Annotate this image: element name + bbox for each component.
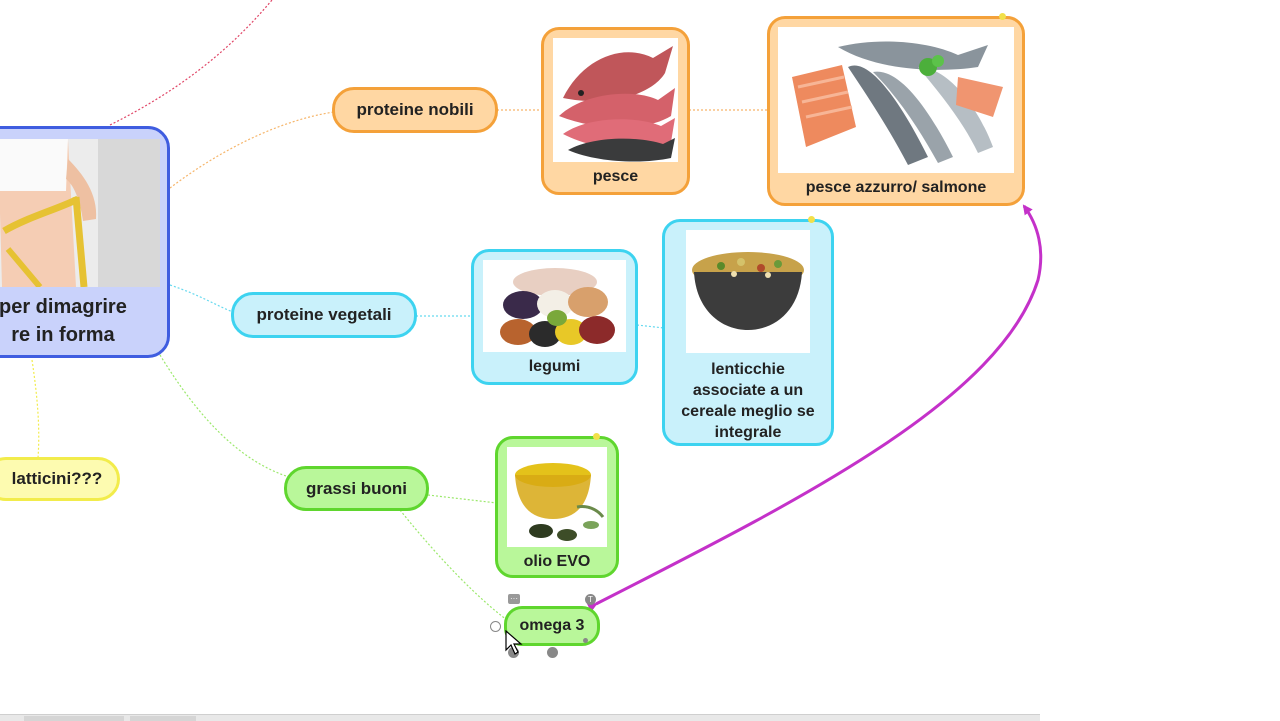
link-legumi-lenticchie [636, 324, 665, 329]
card-olio-handle[interactable] [593, 433, 600, 440]
link-grassi-olio [427, 494, 498, 504]
topic-grassi-buoni[interactable]: grassi buoni [284, 466, 429, 511]
card-lenticchie-label: lenticchie associate a un cereale meglio… [681, 361, 815, 441]
more-options-icon[interactable]: ··· [508, 594, 520, 604]
horizontal-scrollbar[interactable] [0, 714, 1040, 721]
link-top-red [109, 0, 273, 126]
link-central-proteine-vegetali [169, 284, 234, 313]
relation-arrow-omega-azzurro[interactable] [586, 204, 1043, 613]
central-title: per dimagrire re in forma [0, 293, 127, 349]
legumes-image [483, 260, 626, 352]
card-lenticchie[interactable]: lenticchie associate a un cereale meglio… [662, 216, 834, 446]
expand-handle-icon[interactable] [490, 621, 501, 632]
card-legumi[interactable]: legumi [471, 249, 638, 385]
topic-latticini-label: latticini??? [11, 469, 103, 488]
link-grassi-omega [399, 509, 508, 621]
central-title-line-1: per dimagrire [0, 296, 127, 318]
topic-proteine-nobili[interactable]: proteine nobili [332, 87, 498, 133]
mouse-cursor-icon [505, 630, 523, 655]
move-handle-icon[interactable] [508, 647, 519, 658]
link-central-grassi-buoni [159, 354, 287, 477]
lentil-bowl-image [686, 230, 810, 353]
topic-proteine-vegetali-label: proteine vegetali [256, 305, 392, 324]
card-lenticchie-handle[interactable] [808, 216, 815, 223]
card-pesce-azzurro-label: pesce azzurro/ salmone [805, 179, 987, 196]
resize-handle-icon[interactable] [583, 638, 588, 643]
topic-proteine-vegetali[interactable]: proteine vegetali [231, 292, 417, 338]
card-legumi-label: legumi [528, 358, 581, 375]
card-pesce[interactable]: pesce [541, 27, 690, 195]
link-central-proteine-nobili [169, 111, 335, 189]
card-pesce-label: pesce [592, 168, 639, 185]
scrollbar-segment-2[interactable] [130, 716, 196, 721]
card-olio-label: olio EVO [523, 553, 591, 570]
olive-oil-image [507, 447, 607, 547]
text-handle-icon[interactable]: T [585, 594, 596, 605]
link-central-latticini [31, 359, 40, 459]
waist-measure-image [0, 139, 160, 287]
fish-image [553, 38, 678, 162]
card-pesce-azzurro[interactable]: pesce azzurro/ salmone [767, 13, 1025, 206]
topic-latticini[interactable]: latticini??? [0, 457, 120, 501]
central-title-line-2: re in forma [11, 324, 115, 346]
topic-proteine-nobili-label: proteine nobili [356, 100, 474, 119]
rotate-handle-icon[interactable] [547, 647, 558, 658]
salmon-image [778, 27, 1014, 173]
card-olio[interactable]: olio EVO [495, 433, 619, 578]
scrollbar-segment-1[interactable] [24, 716, 124, 721]
topic-omega-3-label: omega 3 [519, 617, 585, 634]
topic-grassi-buoni-label: grassi buoni [305, 478, 408, 498]
card-pesce-azzurro-handle[interactable] [999, 13, 1006, 20]
central-topic[interactable]: per dimagrire re in forma [0, 126, 170, 358]
